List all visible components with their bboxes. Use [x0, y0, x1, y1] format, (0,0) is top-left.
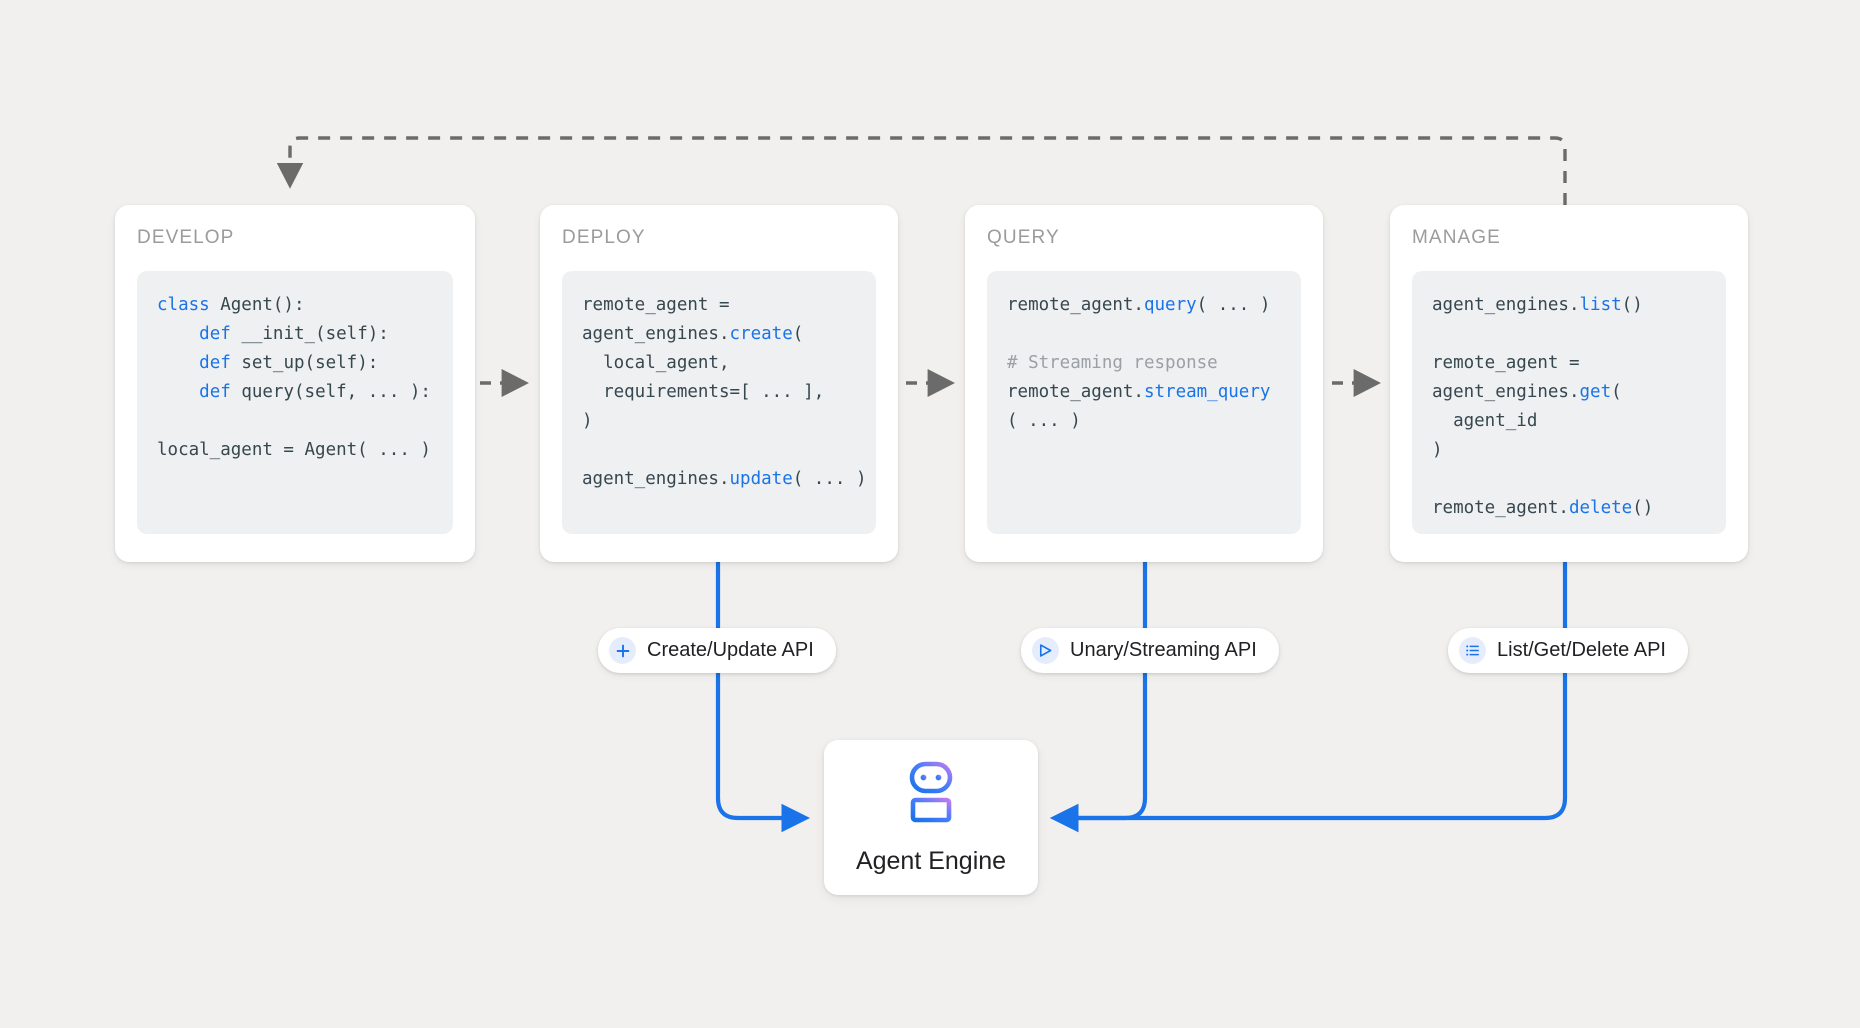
api-pill-create-update[interactable]: Create/Update API: [598, 628, 836, 673]
code-block-develop: class Agent(): def __init_(self): def se…: [137, 271, 453, 534]
stage-title-query: QUERY: [987, 227, 1060, 248]
code-block-manage: agent_engines.list() remote_agent = agen…: [1412, 271, 1726, 534]
feedback-loop-arrow: [276, 136, 1567, 205]
code-block-deploy: remote_agent = agent_engines.create( loc…: [562, 271, 876, 534]
api-pill-label: Create/Update API: [647, 639, 814, 661]
link-deploy-to-engine: [715, 562, 811, 833]
link-manage-to-engine: [1049, 562, 1568, 833]
stage-title-develop: DEVELOP: [137, 227, 235, 248]
agent-engine-label: Agent Engine: [855, 846, 1007, 875]
plus-icon: [609, 637, 636, 664]
send-icon: [1032, 637, 1059, 664]
stage-title-manage: MANAGE: [1412, 227, 1501, 248]
api-pill-list-get-delete[interactable]: List/Get/Delete API: [1448, 628, 1688, 673]
code-block-query: remote_agent.query( ... ) # Streaming re…: [987, 271, 1301, 534]
stage-card-deploy[interactable]: DEPLOY remote_agent = agent_engines.crea…: [540, 205, 898, 562]
stage-card-manage[interactable]: MANAGE agent_engines.list() remote_agent…: [1390, 205, 1748, 562]
stage-card-develop[interactable]: DEVELOP class Agent(): def __init_(self)…: [115, 205, 475, 562]
api-pill-unary-streaming[interactable]: Unary/Streaming API: [1021, 628, 1279, 673]
stage-card-query[interactable]: QUERY remote_agent.query( ... ) # Stream…: [965, 205, 1323, 562]
api-pill-label: Unary/Streaming API: [1070, 639, 1257, 661]
list-icon: [1459, 637, 1486, 664]
link-query-to-engine: [1049, 562, 1148, 833]
robot-icon: [896, 760, 966, 833]
api-pill-label: List/Get/Delete API: [1497, 639, 1666, 661]
agent-engine-node[interactable]: Agent Engine: [824, 740, 1038, 895]
stage-title-deploy: DEPLOY: [562, 227, 646, 248]
